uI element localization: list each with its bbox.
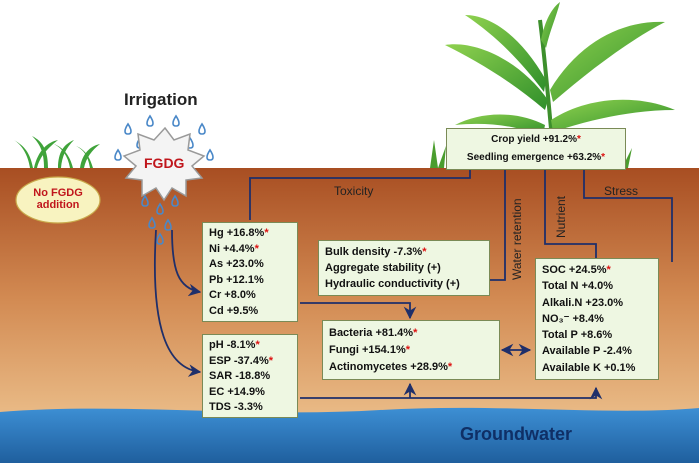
fgdg-label: FGDG bbox=[144, 155, 185, 171]
chem-box-line: pH -8.1%* bbox=[209, 338, 291, 354]
irrigation-drops-icon bbox=[114, 114, 214, 245]
significance-asterisk: * bbox=[405, 344, 411, 356]
no-fgdg-ellipse bbox=[15, 176, 101, 224]
line-text: TDS -3.3% bbox=[209, 401, 263, 413]
significance-asterisk: * bbox=[422, 246, 427, 258]
physical-box-line: Aggregate stability (+) bbox=[325, 260, 483, 276]
significance-asterisk: * bbox=[264, 227, 269, 239]
line-text: NO₃⁻ +8.4% bbox=[542, 312, 604, 325]
line-text: EC +14.9% bbox=[209, 385, 265, 398]
line-text: ESP -37.4% bbox=[209, 354, 269, 367]
metals-box-line: Cd +9.5% bbox=[209, 304, 291, 320]
significance-asterisk: * bbox=[254, 242, 259, 255]
toxicity-label: Toxicity bbox=[334, 184, 374, 198]
physical-box: Bulk density -7.3%* Aggregate stability (… bbox=[318, 240, 490, 296]
water-retention-label: Water retention bbox=[510, 198, 524, 280]
line-text: Ni +4.4% bbox=[209, 242, 255, 255]
nutrient-box-line: NO₃⁻ +8.4% bbox=[542, 311, 652, 327]
seedling-icon bbox=[14, 136, 100, 168]
no-fgdg-line-2: addition bbox=[36, 199, 80, 211]
metals-box: Hg +16.8%*Ni +4.4%*As +23.0%Pb +12.1%Cr … bbox=[202, 222, 298, 322]
groundwater-label: Groundwater bbox=[460, 424, 573, 444]
chem-box-line: EC +14.9% bbox=[209, 385, 291, 401]
line-text: Cd +9.5% bbox=[209, 304, 259, 317]
metals-box-line: As +23.0% bbox=[209, 257, 291, 273]
metals-box-line: Ni +4.4%* bbox=[209, 242, 291, 258]
line-text: pH -8.1% bbox=[209, 339, 256, 351]
nutrient-box-line: Alkali.N +23.0% bbox=[542, 295, 652, 311]
chem-box-line: SAR -18.8% bbox=[209, 369, 291, 385]
nutrient-box-line: SOC +24.5%* bbox=[542, 262, 652, 278]
significance-asterisk: * bbox=[576, 134, 581, 145]
arrow-chem-to-microbes bbox=[300, 386, 603, 400]
line-text: SOC +24.5% bbox=[542, 264, 607, 276]
microbe-box: Bacteria +81.4%*Fungi +154.1%*Actinomyce… bbox=[322, 320, 500, 380]
crop-box: Crop yield +91.2%*Seedling emergence +63… bbox=[446, 128, 626, 170]
line-text: Hydraulic conductivity (+) bbox=[325, 278, 460, 290]
line-text: Seedling emergence +63.2% bbox=[466, 152, 602, 163]
microbe-box-line: Bacteria +81.4%* bbox=[329, 325, 493, 342]
nutrient-box-line: Available K +0.1% bbox=[542, 360, 652, 376]
chem-box-line: ESP -37.4%* bbox=[209, 354, 291, 370]
microbe-box-line: Actinomycetes +28.9%* bbox=[329, 359, 493, 376]
line-text: Aggregate stability (+) bbox=[325, 262, 441, 274]
metals-box-line: Cr +8.0% bbox=[209, 288, 291, 304]
line-text: Available P -2.4% bbox=[542, 345, 632, 358]
significance-asterisk: * bbox=[447, 361, 453, 373]
line-text: Bacteria +81.4% bbox=[329, 327, 414, 339]
arrow-irrigation-to-metals bbox=[171, 229, 202, 297]
line-text: Crop yield +91.2% bbox=[491, 134, 577, 145]
chem-box-line: TDS -3.3% bbox=[209, 400, 291, 416]
fgdg-starburst-icon bbox=[122, 126, 206, 202]
no-fgdg-label: No FGDG addition bbox=[16, 187, 100, 211]
nutrient-box-line: Total P +8.6% bbox=[542, 327, 652, 343]
groundwater-layer bbox=[0, 407, 699, 463]
significance-asterisk: * bbox=[606, 264, 611, 276]
line-text: Pb +12.1% bbox=[209, 273, 264, 286]
irrigation-label: Irrigation bbox=[124, 90, 198, 109]
line-text: Cr +8.0% bbox=[209, 289, 256, 301]
line-text: Total P +8.6% bbox=[542, 329, 613, 342]
nutrient-box: SOC +24.5%* Total N +4.0% Alkali.N +23.0% N… bbox=[535, 258, 659, 380]
arrow-nutrient bbox=[538, 156, 597, 258]
significance-asterisk: * bbox=[255, 339, 260, 351]
line-text: Alkali.N +23.0% bbox=[542, 296, 624, 309]
line-text: Fungi +154.1% bbox=[329, 344, 406, 356]
line-text: Actinomycetes +28.9% bbox=[329, 361, 448, 373]
line-text: SAR -18.8% bbox=[209, 370, 271, 382]
nutrient-label: Nutrient bbox=[554, 195, 568, 238]
crop-box-line: Seedling emergence +63.2%* bbox=[451, 149, 621, 167]
line-text: Hg +16.8% bbox=[209, 227, 265, 239]
arrow-irrigation-to-chem bbox=[153, 229, 202, 377]
nutrient-box-line: Total N +4.0% bbox=[542, 278, 652, 294]
physical-box-line: Bulk density -7.3%* bbox=[325, 244, 483, 260]
line-text: Total N +4.0% bbox=[542, 280, 614, 293]
significance-asterisk: * bbox=[601, 152, 606, 163]
stress-label: Stress bbox=[604, 184, 639, 198]
significance-asterisk: * bbox=[268, 354, 274, 367]
no-fgdg-line-1: No FGDG bbox=[33, 187, 83, 199]
arrow-water-retention bbox=[490, 156, 512, 281]
arrow-metals-to-microbes bbox=[300, 302, 417, 320]
line-text: Bulk density -7.3% bbox=[325, 246, 423, 258]
significance-asterisk: * bbox=[413, 327, 418, 339]
crop-box-line: Crop yield +91.2%* bbox=[451, 131, 621, 149]
metals-box-line: Hg +16.8%* bbox=[209, 226, 291, 242]
line-text: As +23.0% bbox=[209, 258, 264, 270]
metals-box-line: Pb +12.1% bbox=[209, 273, 291, 289]
physical-box-line: Hydraulic conductivity (+) bbox=[325, 276, 483, 292]
crop-plant-icon bbox=[445, 2, 675, 141]
arrow-stress bbox=[577, 156, 673, 262]
microbe-box-line: Fungi +154.1%* bbox=[329, 342, 493, 359]
chem-box: pH -8.1%*ESP -37.4%*SAR -18.8%EC +14.9%T… bbox=[202, 334, 298, 418]
nutrient-box-line: Available P -2.4% bbox=[542, 343, 652, 359]
line-text: Available K +0.1% bbox=[542, 361, 636, 374]
